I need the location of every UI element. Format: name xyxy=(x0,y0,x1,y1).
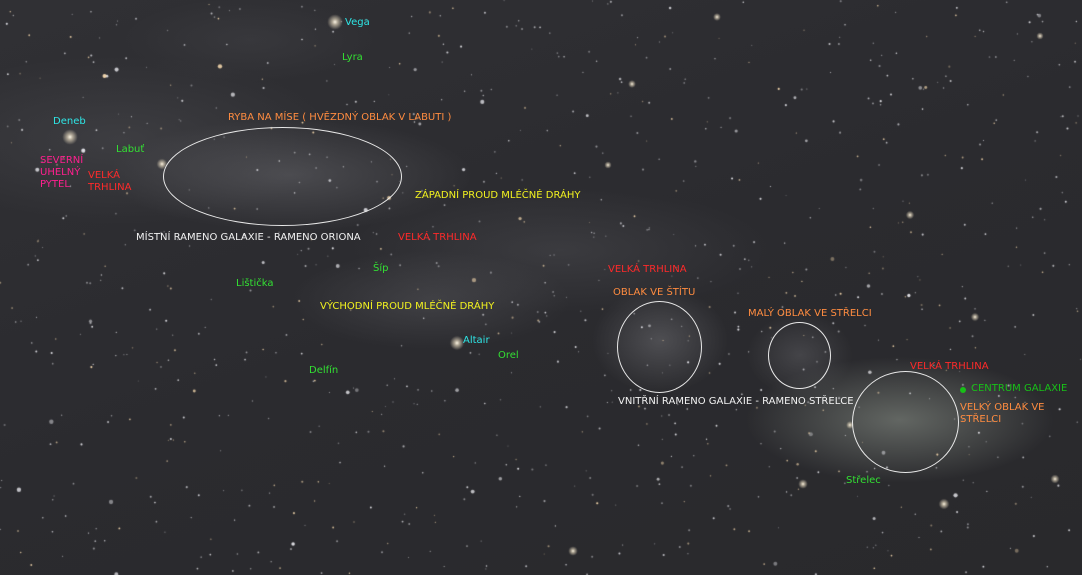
large-sagittarius-cloud-circle xyxy=(852,371,959,473)
label-galactic-center: CENTRUM GALAXIE xyxy=(971,383,1068,394)
cygnus-star-cloud-ellipse xyxy=(163,127,402,226)
label-northern-coalsack: SEVERNÍ UHELNÝ PYTEL xyxy=(40,155,84,190)
label-western-stream: ZÁPADNÍ PROUD MLÉČNÉ DRÁHY xyxy=(415,190,581,201)
label-deneb: Deneb xyxy=(53,116,86,127)
label-great-rift-4: VELKÁ TRHLINA xyxy=(88,170,132,193)
label-great-rift-2: VELKÁ TRHLINA xyxy=(608,264,687,275)
label-inner-arm: VNITŘNÍ RAMENO GALAXIE - RAMENO STŘELCE xyxy=(618,396,854,407)
label-great-rift-1: VELKÁ TRHLINA xyxy=(398,232,477,243)
label-local-arm: MÍSTNÍ RAMENO GALAXIE - RAMENO ORIONA xyxy=(136,232,361,243)
label-altair: Altair xyxy=(463,335,490,346)
scutum-cloud-circle xyxy=(617,301,702,393)
label-vega: Vega xyxy=(345,17,370,28)
label-scutum-cloud: OBLAK VE ŠTÍTU xyxy=(613,287,696,298)
label-delphinus: Delfín xyxy=(309,365,339,376)
label-sagitta: Šíp xyxy=(373,263,389,274)
label-great-rift-3: VELKÁ TRHLINA xyxy=(910,361,989,372)
small-sagittarius-cloud-circle xyxy=(768,322,831,389)
label-large-sagittarius-cloud: VELKÝ OBLAK VE STŘELCI xyxy=(960,402,1045,425)
label-sagittarius: Střelec xyxy=(846,475,881,486)
label-aquila: Orel xyxy=(498,350,519,361)
label-small-sagittarius-cloud: MALÝ OBLAK VE STŘELCI xyxy=(748,308,872,319)
label-lyra: Lyra xyxy=(342,52,363,63)
label-fish-on-platter: RYBA NA MÍSE ( HVĚZDNÝ OBLAK V LABUTI ) xyxy=(228,112,452,123)
label-cygnus: Labuť xyxy=(116,144,145,155)
galactic-center-marker xyxy=(960,387,966,393)
label-eastern-stream: VÝCHODNÍ PROUD MLÉČNÉ DRÁHY xyxy=(320,301,495,312)
label-vulpecula: Lištička xyxy=(236,278,274,289)
